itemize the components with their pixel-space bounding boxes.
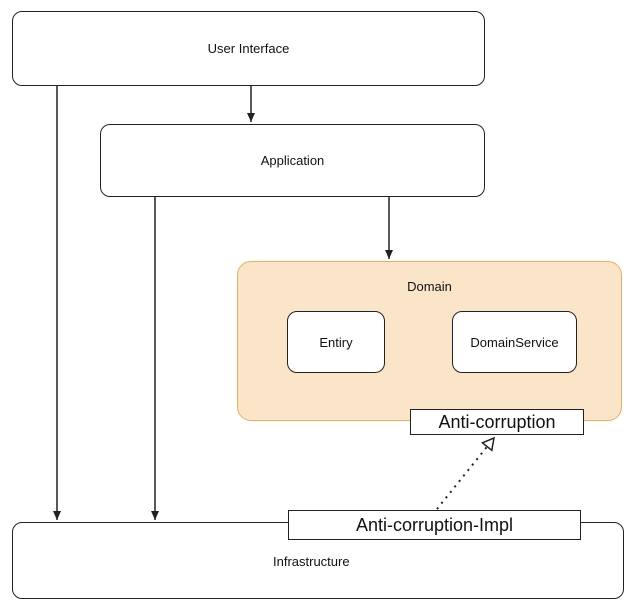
user-interface-label: User Interface (207, 41, 290, 56)
anti-corruption-label: Anti-corruption (438, 411, 556, 432)
domain-label: Domain (407, 279, 452, 294)
anti-corruption-box: Anti-corruption (410, 409, 584, 435)
infrastructure-label: Infrastructure (273, 554, 350, 569)
entity-box: Entiry (287, 311, 385, 373)
user-interface-layer: User Interface (12, 11, 485, 86)
domain-service-label: DomainService (470, 334, 559, 350)
arrow-impl-to-anti-corruption (436, 438, 494, 510)
anti-corruption-impl-box: Anti-corruption-Impl (288, 510, 581, 540)
application-layer: Application (100, 124, 485, 197)
entity-label: Entiry (319, 334, 353, 350)
domain-service-box: DomainService (452, 311, 577, 373)
anti-corruption-impl-label: Anti-corruption-Impl (355, 514, 514, 535)
application-label: Application (260, 153, 325, 168)
